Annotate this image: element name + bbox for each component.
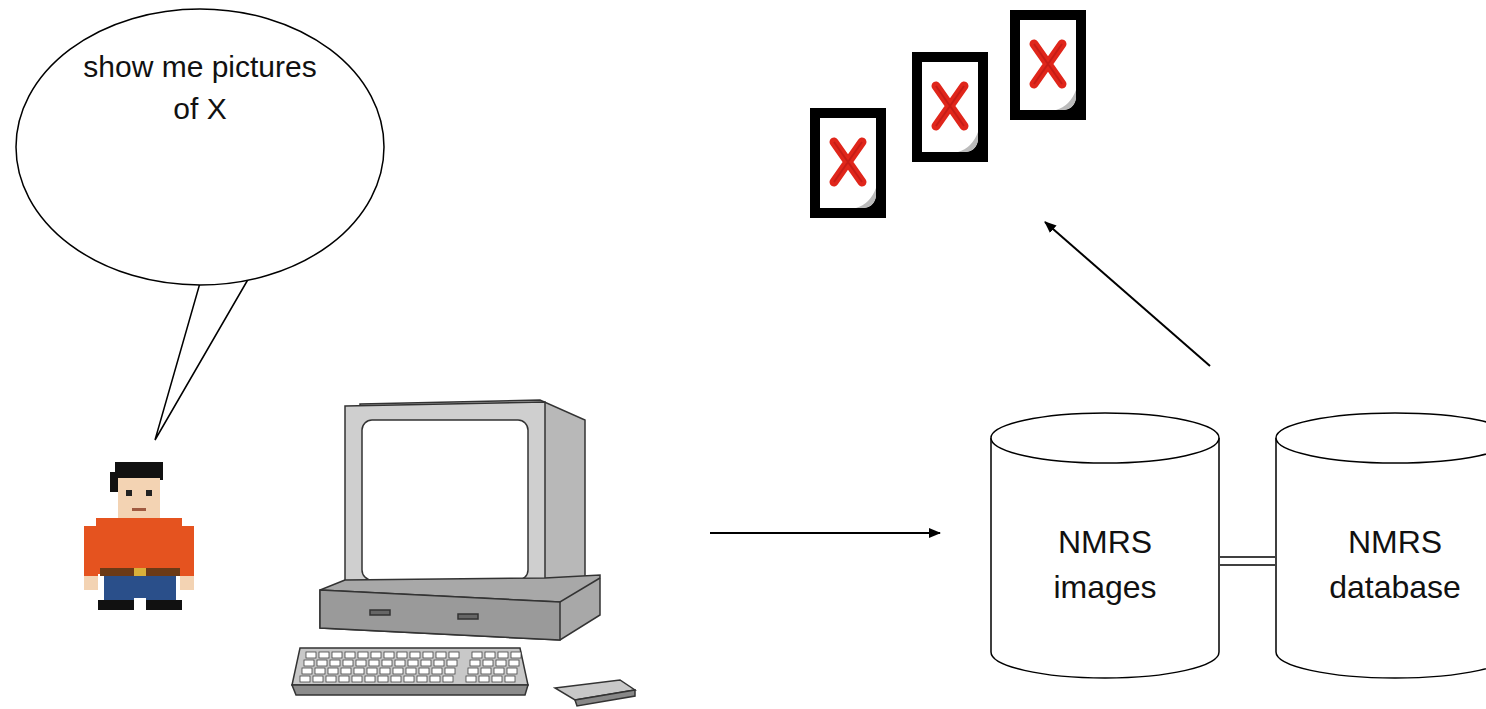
request-arrow	[710, 532, 940, 534]
node-label: NMRS images	[1045, 520, 1165, 610]
keyboard-keys	[300, 652, 521, 682]
bubble-tail	[155, 276, 250, 440]
database-cylinder: NMRS database	[1275, 412, 1486, 678]
speech-bubble: show me pictures of X	[15, 8, 385, 286]
person-icon	[84, 462, 194, 610]
node-outline	[15, 8, 385, 286]
node-label: show me pictures of X	[75, 46, 325, 130]
database-cylinder: NMRS images	[990, 412, 1220, 678]
computer-illustration	[292, 400, 635, 706]
result-arrow	[1045, 222, 1210, 366]
node-label: NMRS database	[1315, 520, 1475, 610]
broken-image-icons	[810, 10, 1086, 218]
double-link	[1220, 557, 1275, 565]
